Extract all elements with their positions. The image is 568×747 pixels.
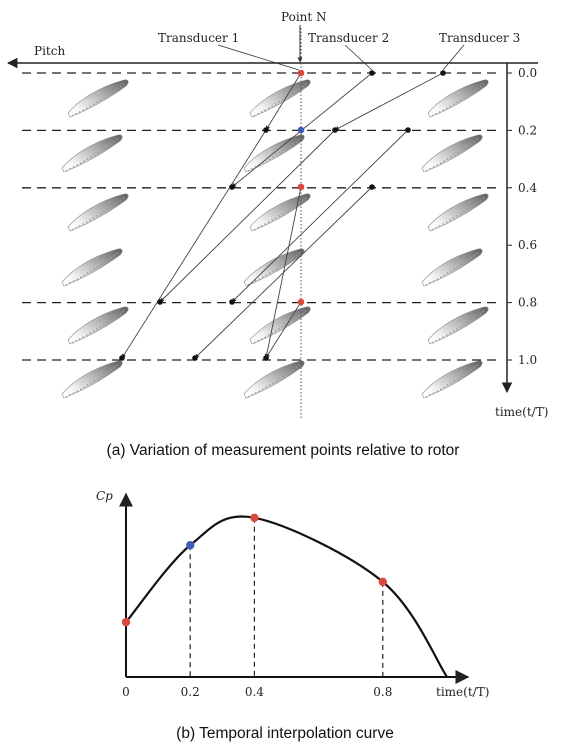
time-tick-label: 0.4 [518, 181, 537, 195]
blade [67, 193, 129, 232]
measurement-point [332, 127, 338, 133]
time-label: time(t/T) [495, 405, 548, 419]
measurement-point [263, 355, 269, 361]
x-tick-label: 0.4 [245, 685, 264, 699]
transducer-track [334, 72, 444, 131]
measurement-point [192, 355, 198, 361]
measurement-point [263, 127, 269, 133]
blade [243, 248, 305, 287]
caption-b: (b) Temporal interpolation curve [176, 725, 394, 742]
x-axis-ticks: 0 0.2 0.4 0.8 [122, 685, 392, 699]
point-n-red [297, 183, 305, 191]
blade [243, 360, 305, 399]
transducer-3-leader [442, 44, 465, 71]
transducer-track [159, 129, 336, 303]
panel-a: Pitch 0.0 0.2 0.4 0.6 0.8 1.0 time(t/T) Point… [6, 10, 548, 459]
transducer-1-leader [217, 44, 300, 71]
cp-point-red [250, 513, 259, 522]
transducer-track [231, 129, 409, 303]
measurement-point [369, 70, 375, 76]
time-label-b: time(t/T) [436, 685, 489, 699]
measurement-point [119, 355, 125, 361]
caption-a: (a) Variation of measurement points rela… [107, 442, 460, 459]
blade [427, 79, 489, 118]
blade [67, 79, 129, 118]
blade [427, 193, 489, 232]
time-tick-label: 0.8 [518, 296, 537, 310]
x-tick-label: 0 [122, 685, 130, 699]
point-n-red [297, 69, 305, 77]
transducer-track [264, 186, 302, 359]
blade [61, 360, 123, 399]
x-tick-label: 0.2 [181, 685, 200, 699]
rotor-blades [61, 79, 489, 399]
measurement-point [157, 299, 163, 305]
measurement-point [405, 127, 411, 133]
transducer-track [121, 129, 267, 359]
cp-point-red [121, 617, 131, 627]
time-tick-label: 0.6 [518, 238, 537, 252]
guide-lines [189, 517, 384, 677]
transducer-3-label: Transducer 3 [439, 31, 520, 45]
blade [427, 306, 489, 345]
pitch-label: Pitch [34, 44, 65, 58]
time-tick-label: 0.0 [518, 66, 537, 80]
panel-b: Cp time(t/T) 0 0.2 0.4 0.8 (b) Temporal int… [96, 489, 489, 742]
time-tick-label: 0.2 [518, 123, 537, 137]
blade [249, 306, 311, 345]
measurement-point [369, 184, 375, 190]
blade [421, 360, 483, 399]
cp-label: Cp [96, 489, 113, 503]
measurement-points [119, 69, 446, 361]
point-n-blue [297, 126, 305, 134]
blade [249, 193, 311, 232]
time-tick-label: 1.0 [518, 353, 537, 367]
transducer-track [265, 72, 302, 131]
blade [61, 248, 123, 287]
transducer-1-label: Transducer 1 [158, 31, 239, 45]
curve-points [121, 513, 387, 627]
blade [61, 134, 123, 173]
blade [67, 306, 129, 345]
cp-point-blue [186, 541, 195, 550]
measurement-point [229, 299, 235, 305]
time-rows [22, 72, 500, 361]
cp-point-red [378, 577, 387, 587]
transducer-2-leader [344, 44, 373, 71]
blade [249, 79, 311, 118]
transducer-2-label: Transducer 2 [308, 31, 389, 45]
blade [421, 248, 483, 287]
transducer-track [265, 301, 302, 359]
time-axis-ticks: 0.0 0.2 0.4 0.6 0.8 1.0 [507, 66, 537, 367]
point-n-label: Point N [281, 10, 327, 24]
measurement-point [440, 70, 446, 76]
cp-curve [125, 515, 448, 678]
blade [421, 134, 483, 173]
blade [243, 134, 305, 173]
measurement-point [229, 184, 235, 190]
point-n-red [297, 298, 305, 306]
x-tick-label: 0.8 [373, 685, 392, 699]
